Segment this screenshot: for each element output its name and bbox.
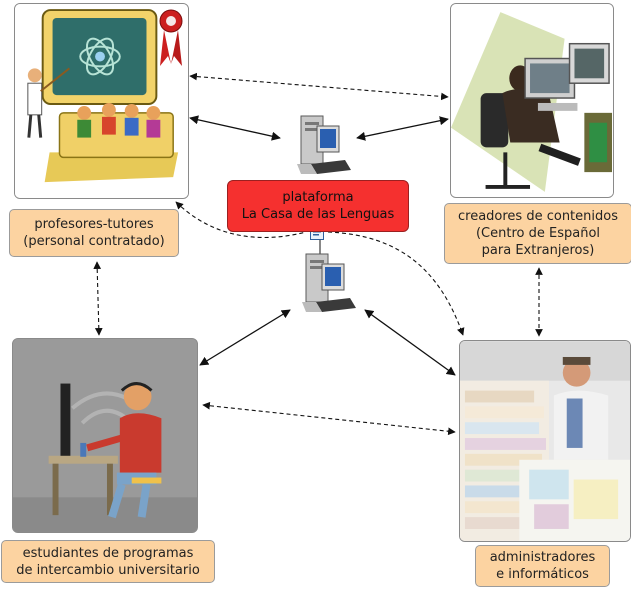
connector-teachers-students-dashed — [93, 261, 103, 336]
connector-teachers-creators-dashed — [189, 72, 449, 101]
teachers-node[interactable]: profesores-tutores (personal contratado) — [9, 209, 179, 257]
creators-label: creadores de contenidos (Centro de Españ… — [458, 209, 618, 258]
connector-students-admins-dashed — [202, 401, 456, 436]
connector-platform-creators — [356, 116, 449, 141]
rosette-icon — [158, 8, 184, 68]
platform-computer-icon — [283, 112, 353, 180]
connector-platform-admins-dashed — [327, 231, 465, 336]
students-image — [12, 338, 198, 533]
students-label: estudiantes de programas de intercambio … — [16, 545, 200, 578]
teachers-image — [14, 3, 189, 199]
network-computer-icon — [288, 250, 358, 318]
creators-image — [450, 3, 614, 198]
connector-teachers-platform — [189, 115, 281, 141]
connector-computer-admins — [364, 309, 456, 376]
teachers-label: profesores-tutores (personal contratado) — [23, 217, 165, 249]
platform-node[interactable]: plataforma La Casa de las Lenguas — [227, 180, 409, 232]
connector-students-computer — [199, 309, 291, 366]
students-node[interactable]: estudiantes de programas de intercambio … — [1, 540, 215, 583]
admins-image — [459, 340, 631, 542]
admins-node[interactable]: administradores e informáticos — [475, 545, 610, 587]
creators-node[interactable]: creadores de contenidos (Centro de Españ… — [444, 203, 631, 264]
platform-label: plataforma La Casa de las Lenguas — [241, 190, 395, 222]
admins-label: administradores e informáticos — [489, 550, 596, 582]
connector-teachers-platform-dashed — [175, 201, 307, 239]
